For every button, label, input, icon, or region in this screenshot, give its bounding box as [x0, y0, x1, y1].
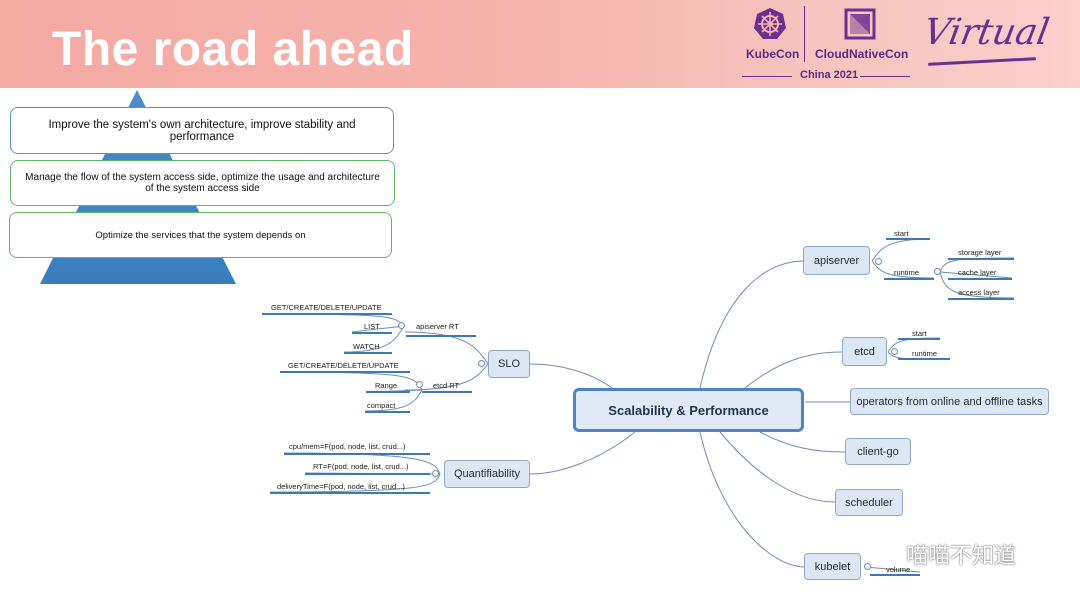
quantifiability-node[interactable]: Quantifiability: [444, 460, 530, 488]
etcd-rt-leaf[interactable]: etcd RT: [433, 381, 460, 390]
watch-leaf[interactable]: WATCH: [353, 342, 380, 351]
apiserver-rt-leaf[interactable]: apiserver RT: [416, 322, 459, 331]
cncf-logo-icon: [844, 8, 876, 40]
collapse-toggle-icon[interactable]: [891, 348, 898, 355]
pyramid-level-1: Improve the system's own architecture, i…: [10, 107, 394, 154]
collapse-toggle-icon[interactable]: [864, 563, 871, 570]
cache-layer-leaf[interactable]: cache layer: [958, 268, 997, 277]
etcd-runtime-leaf[interactable]: runtime: [912, 349, 938, 358]
pyramid-level-2: Manage the flow of the system access sid…: [10, 160, 395, 206]
apiserver-rt-crud-leaf[interactable]: GET/CREATE/DELETE/UPDATE: [271, 303, 382, 312]
kubernetes-helm-icon: [754, 8, 786, 39]
rule-left: [742, 76, 792, 77]
etcd-node[interactable]: etcd: [842, 337, 887, 366]
brand-divider: [804, 6, 805, 62]
scheduler-node[interactable]: scheduler: [835, 489, 903, 516]
collapse-toggle-icon[interactable]: [934, 268, 941, 275]
range-leaf[interactable]: Range: [375, 381, 398, 390]
list-leaf[interactable]: LIST: [364, 322, 380, 331]
etcd-rt-crud-leaf[interactable]: GET/CREATE/DELETE/UPDATE: [288, 361, 399, 370]
apiserver-runtime-leaf[interactable]: runtime: [894, 268, 920, 277]
delivery-time-leaf[interactable]: deliveryTime=F(pod, node, list, crud...): [277, 482, 405, 491]
operators-node[interactable]: operators from online and offline tasks: [850, 388, 1049, 415]
watermark: 喵喵不知道: [868, 538, 1016, 570]
cpu-mem-leaf[interactable]: cpu/mem=F(pod, node, list, crud...): [289, 442, 406, 451]
collapse-toggle-icon[interactable]: [416, 381, 423, 388]
storage-layer-leaf[interactable]: storage layer: [958, 248, 1002, 257]
cloudnativecon-label: CloudNativeCon: [815, 47, 909, 61]
collapse-toggle-icon[interactable]: [875, 258, 882, 265]
collapse-toggle-icon[interactable]: [478, 360, 485, 367]
volume-leaf[interactable]: volume: [886, 565, 911, 574]
central-topic[interactable]: Scalability & Performance: [573, 388, 804, 432]
client-go-node[interactable]: client-go: [845, 438, 911, 465]
apiserver-start-leaf[interactable]: start: [894, 229, 909, 238]
wechat-icon: [869, 542, 900, 566]
kubelet-node[interactable]: kubelet: [804, 553, 861, 580]
event-label: China 2021: [800, 69, 859, 81]
collapse-toggle-icon[interactable]: [398, 322, 405, 329]
etcd-start-leaf[interactable]: start: [912, 329, 927, 338]
access-layer-leaf[interactable]: access layer: [958, 288, 1000, 297]
slide-title: The road ahead: [52, 23, 414, 76]
rt-leaf[interactable]: RT=F(pod, node, list, crud...): [313, 462, 409, 471]
slo-node[interactable]: SLO: [488, 350, 530, 378]
pyramid-level-3: Optimize the services that the system de…: [9, 212, 392, 258]
rule-right: [860, 76, 910, 77]
header-banner: [0, 0, 1080, 88]
compact-leaf[interactable]: compact: [367, 401, 396, 410]
collapse-toggle-icon[interactable]: [432, 470, 439, 477]
apiserver-node[interactable]: apiserver: [803, 246, 870, 275]
kubecon-label: KubeCon: [746, 47, 800, 61]
watermark-text: 喵喵不知道: [906, 543, 1017, 568]
